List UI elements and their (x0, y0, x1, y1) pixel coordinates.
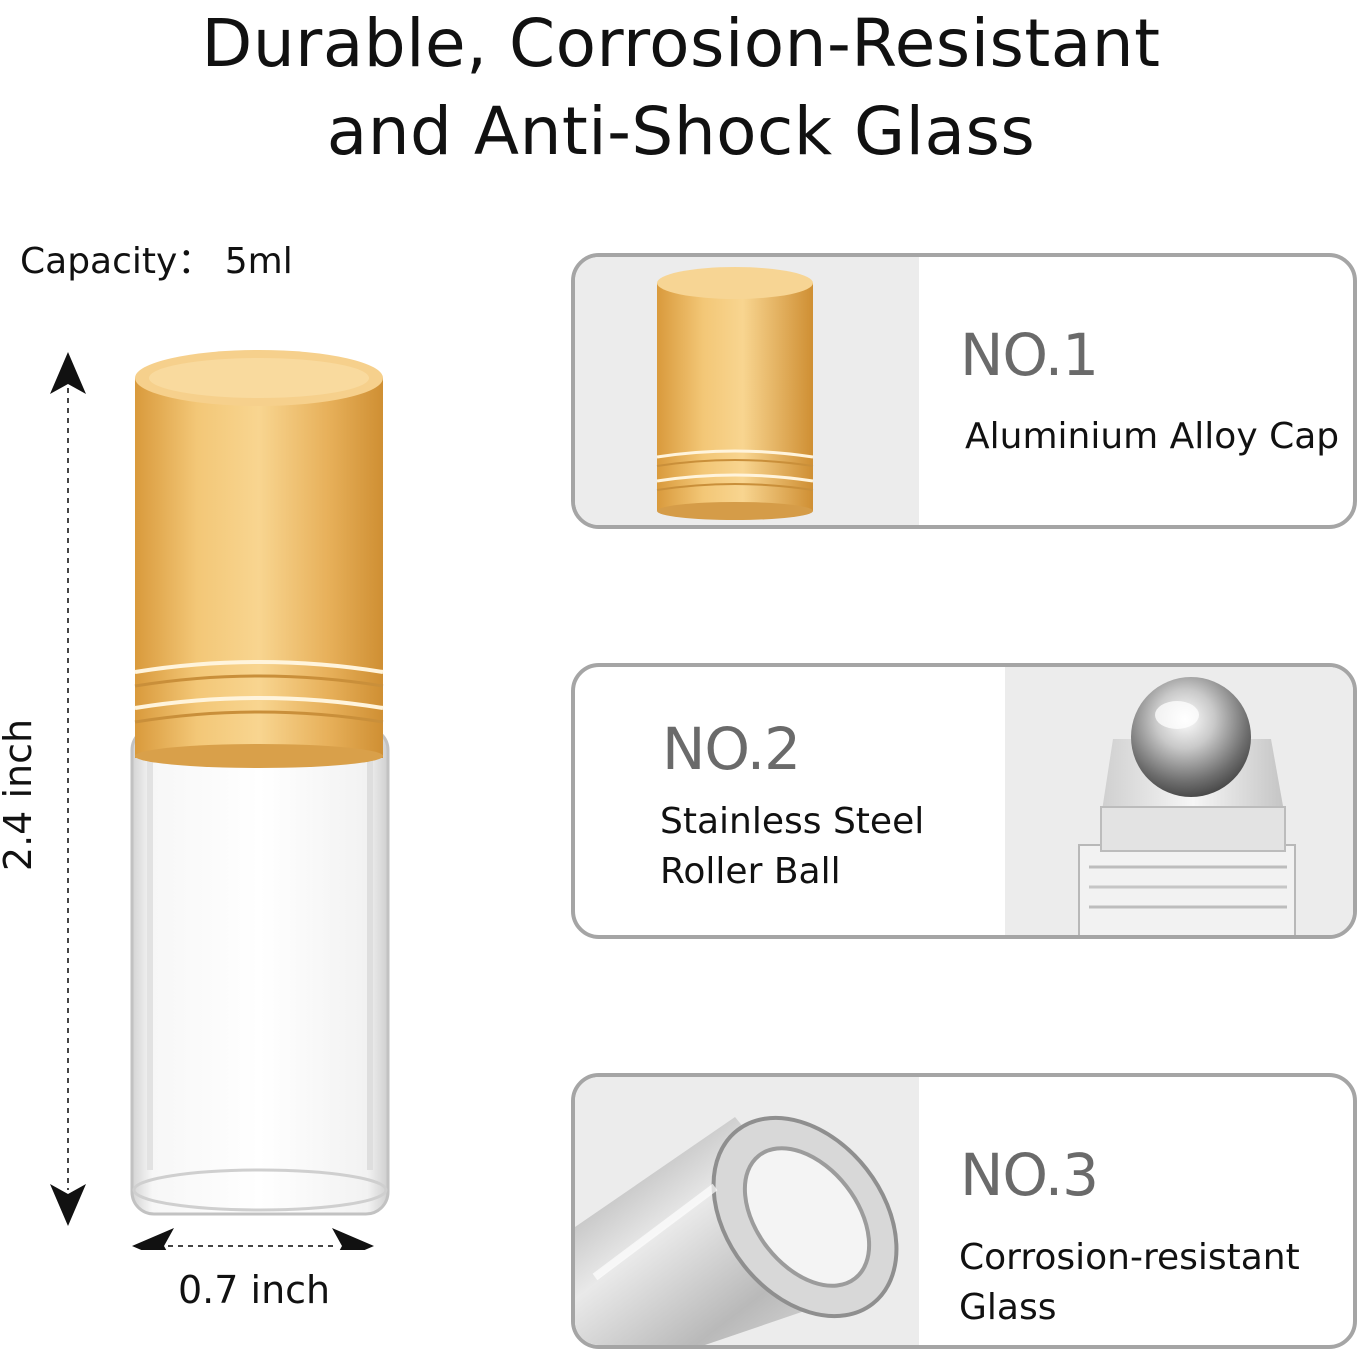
feature-card-roller: NO.2 Stainless Steel Roller Ball (571, 663, 1357, 939)
headline: Durable, Corrosion-Resistant and Anti-Sh… (0, 0, 1362, 176)
feature-description-line: Aluminium Alloy Cap (965, 416, 1340, 457)
glass-neck-image (575, 1115, 899, 1345)
feature-description-line: Roller Ball (660, 851, 841, 892)
height-label-text: 2.4 inch (0, 718, 40, 872)
roller-ball-image (1078, 677, 1296, 935)
feature-number: NO.1 (960, 321, 1099, 389)
feature-card-glass: NO.3 Corrosion-resistant Glass (571, 1073, 1357, 1349)
capacity-label: Capacity： 5ml (20, 241, 293, 282)
cap-photo (575, 257, 919, 525)
glass-photo (575, 1077, 919, 1345)
roller-photo (1005, 667, 1353, 935)
feature-number: NO.3 (960, 1141, 1099, 1209)
feature-description-line: Corrosion-resistant (959, 1237, 1300, 1278)
feature-description-line: Stainless Steel (660, 801, 925, 842)
feature-description: Aluminium Alloy Cap (965, 412, 1339, 462)
feature-number: NO.2 (662, 715, 801, 783)
headline-line-2: and Anti-Shock Glass (326, 93, 1036, 170)
headline-line-1: Durable, Corrosion-Resistant (201, 5, 1161, 82)
height-dimension-arrow (50, 352, 86, 1226)
glass-body (130, 726, 390, 1216)
feature-card-cap: NO.1 Aluminium Alloy Cap (571, 253, 1357, 529)
gold-cap (134, 350, 384, 768)
feature-description: Corrosion-resistant Glass (959, 1233, 1300, 1333)
feature-description: Stainless Steel Roller Ball (660, 797, 924, 897)
bottle-illustration (50, 350, 390, 1250)
cap-image (656, 267, 814, 520)
width-dimension-arrow (132, 1228, 374, 1250)
width-label: 0.7 inch (178, 1268, 331, 1312)
feature-description-line: Glass (959, 1287, 1057, 1328)
